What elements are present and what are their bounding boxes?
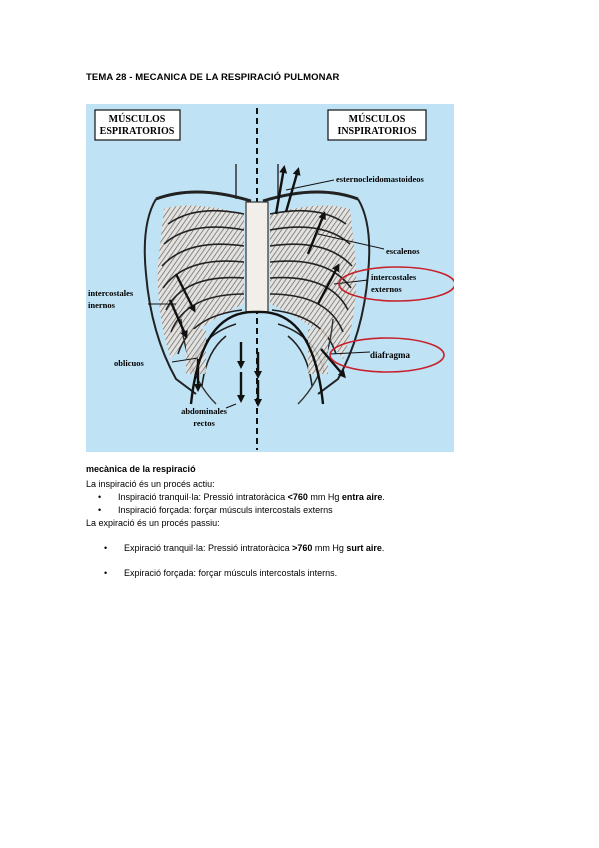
- muscle-action-arrows: [168, 165, 346, 407]
- expiratory-label-line1: MÚSCULOS: [109, 113, 166, 125]
- label-oblicuos: oblicuos: [114, 358, 144, 368]
- label-intercostales-internos-line2: inernos: [88, 300, 116, 310]
- page-title: TEMA 28 - MECANICA DE LA RESPIRACIÓ PULM…: [86, 72, 340, 83]
- label-abdominales-line1: abdominales: [181, 406, 228, 416]
- label-intercostales-internos-line1: intercostales: [88, 288, 134, 298]
- highlight-intercostales-externos: [338, 266, 454, 302]
- label-abdominales-line2: rectos: [193, 418, 215, 428]
- inspiratory-label-line2: INSPIRATORIOS: [337, 126, 417, 137]
- highlight-diafragma: [329, 337, 445, 373]
- bullet-text: Inspiració tranquil·la: Pressió intrator…: [118, 492, 385, 502]
- bullet-dot: •: [104, 568, 108, 578]
- bullet-dot: •: [98, 492, 102, 502]
- label-escalenos: escalenos: [386, 246, 420, 256]
- bullet-text: Expiració tranquil·la: Pressió intratorà…: [124, 543, 385, 553]
- section-heading: mecànica de la respiració: [86, 464, 196, 474]
- respiratory-muscles-figure: MÚSCULOS ESPIRATORIOS MÚSCULOS INSPIRATO…: [86, 104, 454, 452]
- bullet-text: Expiració forçada: forçar músculs interc…: [124, 568, 338, 578]
- ribcage-illustration: [143, 164, 371, 405]
- label-esternocleidomastoideos: esternocleidomastoideos: [336, 174, 425, 184]
- expiracio-intro: La expiració és un procés passiu:: [86, 518, 220, 528]
- bullet-dot: •: [98, 505, 102, 515]
- label-intercostales-externos-line1: intercostales: [371, 272, 417, 282]
- bullet-dot: •: [104, 543, 108, 553]
- expiratory-label-line2: ESPIRATORIOS: [100, 126, 175, 137]
- inspiracio-intro: La inspiració és un procés actiu:: [86, 479, 215, 489]
- label-diafragma: diafragma: [370, 350, 410, 360]
- label-intercostales-externos-line2: externos: [371, 284, 402, 294]
- inspiratory-label-line1: MÚSCULOS: [349, 113, 406, 125]
- expiratory-label-box: [94, 109, 181, 141]
- bullet-text: Inspiració forçada: forçar músculs inter…: [118, 505, 333, 515]
- inspiratory-label-box: [327, 109, 427, 141]
